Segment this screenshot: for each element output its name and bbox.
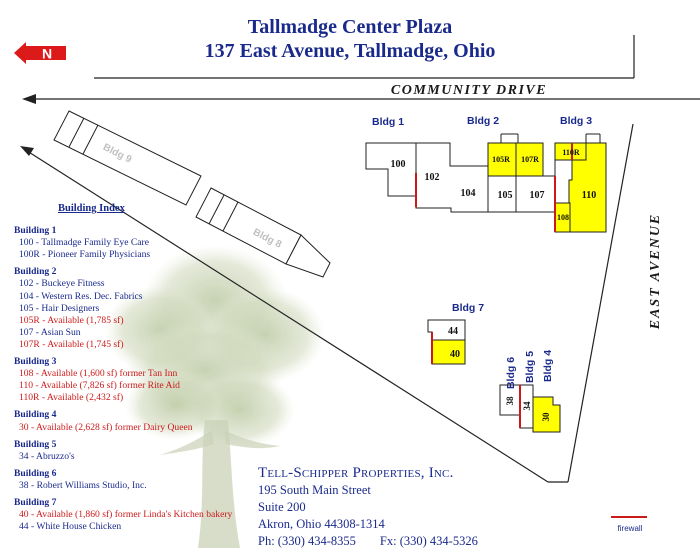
address-line-1: 195 South Main Street (258, 483, 371, 497)
index-item: 107 - Asian Sun (19, 326, 81, 338)
index-item-available: 110R - Available (2,432 sf) (19, 392, 124, 404)
index-building-heading: Building 4 (14, 409, 57, 421)
index-item: 102 - Buckeye Fitness (19, 278, 105, 290)
bldg3-label: Bldg 3 (560, 115, 592, 127)
unit-110r-label: 110R (562, 148, 580, 157)
index-building-heading: Building 3 (14, 356, 57, 368)
index-building-heading: Building 2 (14, 266, 57, 278)
unit-107-label: 107 (530, 190, 545, 201)
unit-108-label: 108 (557, 213, 569, 222)
building-3[interactable] (554, 133, 607, 233)
index-item: 38 - Robert Williams Studio, Inc. (19, 479, 147, 491)
company-name: Tell-Schipper Properties, Inc. (258, 465, 454, 481)
contact-block: Tell-Schipper Properties, Inc. 195 South… (258, 465, 478, 550)
index-building-heading: Building 6 (14, 467, 57, 479)
index-item-available: 105R - Available (1,785 sf) (19, 314, 124, 326)
index-item: 44 - White House Chicken (19, 521, 122, 533)
index-item-available: 110 - Available (7,826 sf) former Rite A… (19, 380, 180, 392)
index-item: 100 - Tallmadge Family Eye Care (19, 237, 149, 249)
unit-30-label: 30 (541, 412, 551, 422)
tree-watermark (105, 245, 325, 548)
streets (23, 35, 700, 483)
index-item-available: 40 - Available (1,860 sf) former Linda's… (19, 509, 233, 521)
index-item: 100R - Pioneer Family Physicians (19, 249, 151, 261)
community-drive-arrow (22, 94, 36, 104)
bldg6-label: Bldg 6 (505, 357, 517, 389)
building-2[interactable] (415, 133, 556, 213)
address-city: Akron, Ohio 44308-1314 (258, 517, 385, 531)
map-subtitle-address: 137 East Avenue, Tallmadge, Ohio (204, 40, 496, 62)
firewall-legend-line (611, 516, 647, 518)
map-title: Tallmadge Center Plaza (247, 16, 453, 38)
address-line-2: Suite 200 (258, 500, 306, 514)
bldg2-label: Bldg 2 (467, 115, 499, 127)
bldg7-label: Bldg 7 (452, 302, 484, 314)
fax-number: Fx: (330) 434-5326 (379, 534, 478, 548)
building-index-title: Building Index (58, 203, 125, 214)
diagonal-drive-arrow (20, 146, 34, 156)
unit-105-label: 105 (498, 190, 513, 201)
unit-100-label: 100 (391, 159, 406, 170)
index-item: 104 - Western Res. Dec. Fabrics (19, 290, 143, 302)
bldg1-label: Bldg 1 (372, 116, 404, 128)
firewalls (415, 143, 573, 428)
building-8[interactable] (195, 187, 331, 278)
unit-102-label: 102 (425, 172, 440, 183)
index-item: 34 - Abruzzo's (19, 450, 75, 462)
building-4[interactable] (532, 396, 561, 433)
index-building-heading: Building 5 (14, 438, 57, 450)
unit-34-label: 34 (522, 401, 532, 411)
unit-44-label: 44 (448, 326, 458, 337)
firewall-legend-label: firewall (617, 524, 643, 533)
north-label: N (42, 46, 52, 62)
index-item-available: 108 - Available (1,600 sf) former Tan In… (19, 368, 178, 380)
bldg5-label: Bldg 5 (524, 351, 536, 383)
unit-110-label: 110 (582, 190, 596, 201)
index-item-available: 30 - Available (2,628 sf) former Dairy Q… (19, 421, 193, 433)
building-9[interactable] (53, 110, 202, 206)
index-building-heading: Building 7 (14, 496, 57, 508)
firewall-legend: firewall (607, 516, 653, 533)
bldg4-label: Bldg 4 (542, 350, 554, 382)
community-drive-label: COMMUNITY DRIVE (391, 83, 547, 98)
east-avenue-label: EAST AVENUE (648, 213, 663, 331)
unit-105r-label: 105R (492, 155, 510, 164)
unit-107r-label: 107R (521, 155, 539, 164)
unit-38-label: 38 (505, 396, 515, 406)
north-arrow-icon: N (14, 42, 66, 64)
unit-104-label: 104 (461, 188, 476, 199)
index-building-heading: Building 1 (14, 225, 57, 237)
index-item: 105 - Hair Designers (19, 302, 100, 314)
phone-number: Ph: (330) 434-8355 (258, 534, 356, 548)
unit-40-label: 40 (450, 349, 460, 360)
index-item-available: 107R - Available (1,745 sf) (19, 338, 124, 350)
